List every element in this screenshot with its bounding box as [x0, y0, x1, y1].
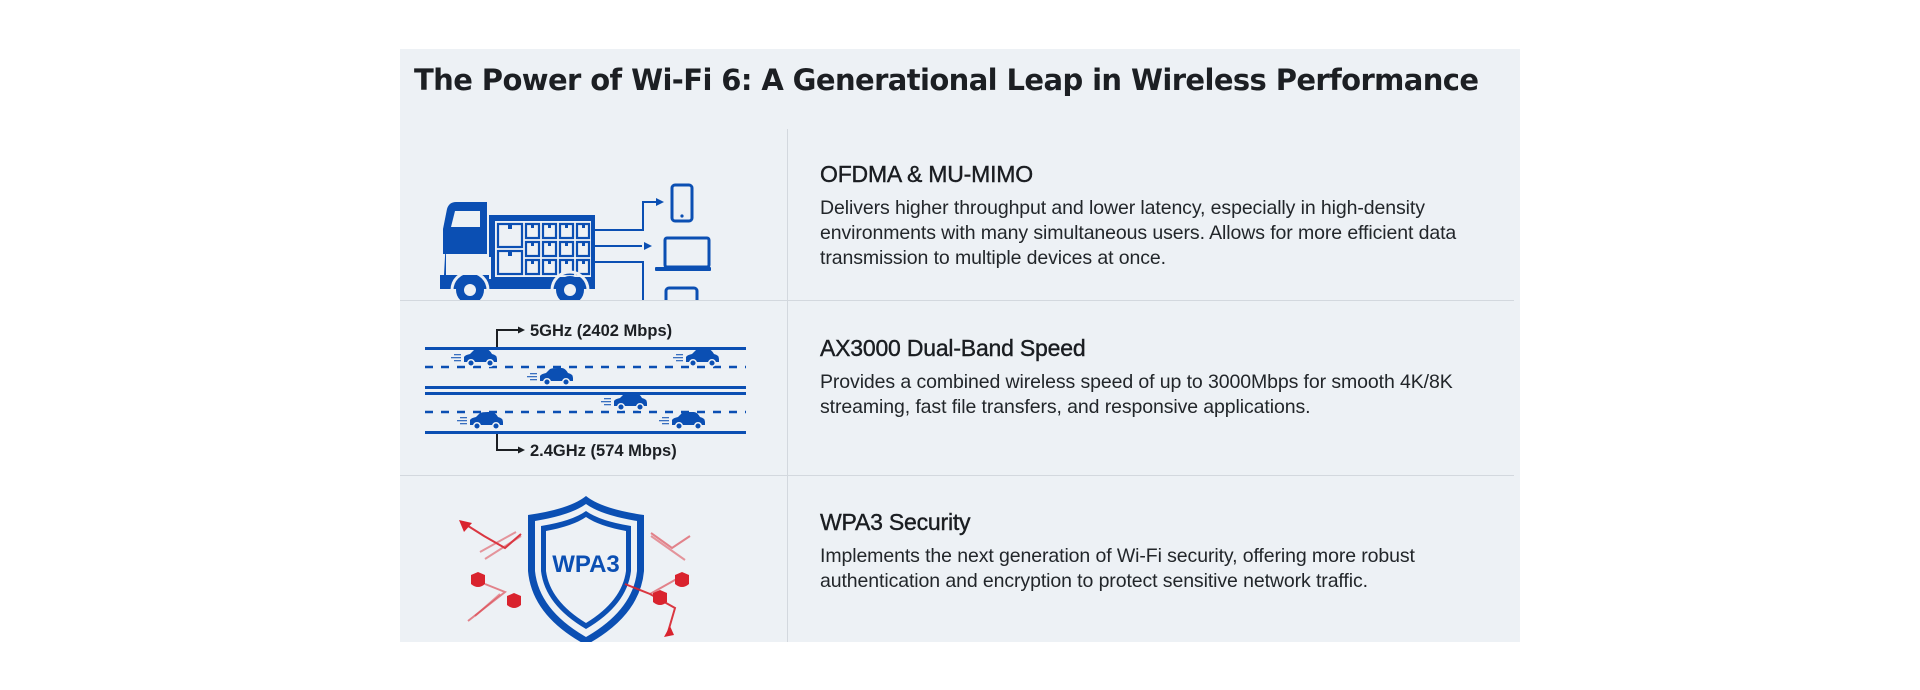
threat-icon — [471, 572, 689, 608]
band-24ghz-label: 2.4GHz (574 Mbps) — [530, 442, 677, 460]
page-title: The Power of Wi-Fi 6: A Generational Lea… — [414, 63, 1479, 97]
feature-text-ax3000: AX3000 Dual-Band Speed Provides a combin… — [820, 335, 1500, 420]
highway-lanes — [425, 347, 746, 434]
feature-heading: AX3000 Dual-Band Speed — [820, 335, 1086, 361]
cargo-packages — [491, 217, 595, 289]
shield-icon: WPA3 — [528, 496, 644, 645]
tablet-icon — [664, 286, 699, 330]
shield-label: WPA3 — [552, 551, 620, 578]
column-divider — [787, 129, 788, 642]
row-divider — [400, 475, 1514, 476]
car-icon — [450, 348, 720, 431]
feature-row-ofdma: OFDMA & MU-MIMO Delivers higher throughp… — [400, 129, 1520, 330]
band-5ghz-label: 5GHz (2402 Mbps) — [530, 322, 672, 340]
row-divider — [400, 300, 1514, 301]
dual-band-illustration: 5GHz (2402 Mbps) 2.4GHz (574 Mbps) — [400, 301, 787, 475]
data-stream-arrows — [595, 201, 658, 308]
feature-description: Provides a combined wireless speed of up… — [820, 371, 1453, 418]
smartphone-icon — [670, 183, 694, 223]
ofdma-illustration — [400, 129, 787, 330]
feature-heading: OFDMA & MU-MIMO — [820, 161, 1034, 187]
infographic-panel: The Power of Wi-Fi 6: A Generational Lea… — [400, 49, 1520, 645]
security-illustration: WPA3 — [400, 476, 787, 645]
feature-text-ofdma: OFDMA & MU-MIMO Delivers higher throughp… — [820, 161, 1500, 271]
laptop-icon — [655, 236, 711, 271]
feature-heading: WPA3 Security — [820, 509, 971, 535]
deflected-threat-arrows — [464, 523, 691, 633]
feature-text-wpa3: WPA3 Security Implements the next genera… — [820, 509, 1500, 594]
feature-row-ax3000: 5GHz (2402 Mbps) 2.4GHz (574 Mbps) AX300… — [400, 301, 1520, 475]
feature-description: Implements the next generation of Wi-Fi … — [820, 545, 1415, 592]
feature-description: Delivers higher throughput and lower lat… — [820, 197, 1457, 269]
feature-row-wpa3: WPA3 — [400, 476, 1520, 645]
